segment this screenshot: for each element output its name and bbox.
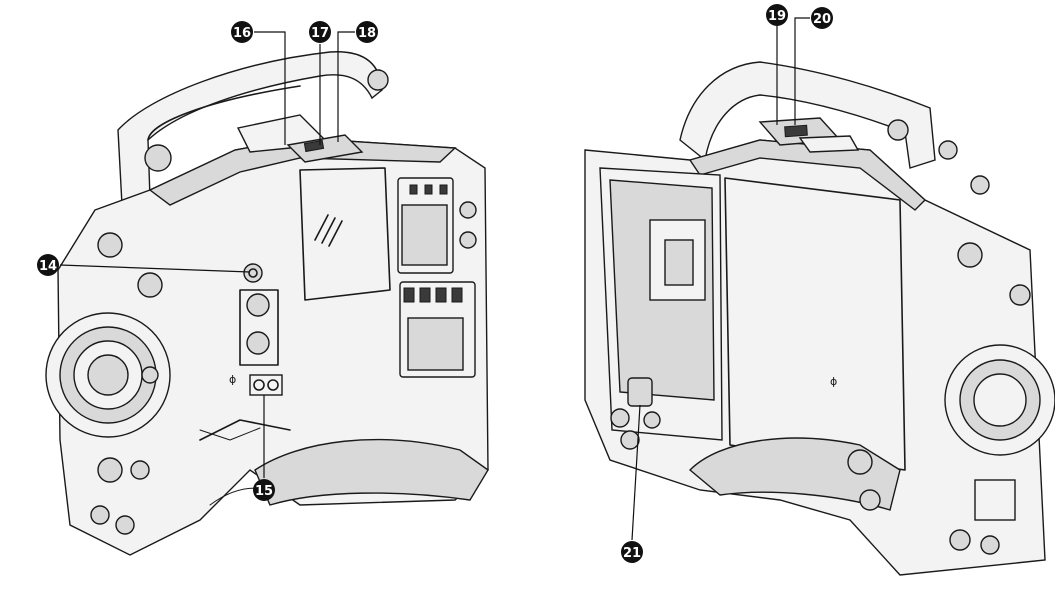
camera-left-view: ϕ	[45, 51, 489, 556]
callout-16: 16	[231, 21, 253, 43]
svg-text:19: 19	[768, 9, 786, 24]
callout-15: 15	[253, 479, 275, 501]
svg-text:16: 16	[233, 26, 251, 41]
handle-knob-left	[367, 69, 389, 91]
shoulder-pad-left	[254, 438, 489, 506]
svg-text:ϕ: ϕ	[830, 375, 837, 388]
callout-14: 14	[37, 254, 59, 276]
audio-input-jack-left	[243, 263, 263, 283]
shoulder-pad-right	[688, 437, 901, 511]
callout-19: 19	[766, 4, 788, 26]
callout-18: 18	[356, 21, 378, 43]
callout-21: 21	[621, 541, 643, 563]
carry-handle-right	[679, 61, 936, 169]
svg-text:18: 18	[358, 26, 376, 41]
handle-knob-rear	[887, 119, 909, 141]
svg-text:20: 20	[813, 12, 831, 27]
handle-knob-front	[144, 144, 172, 172]
svg-text:ϕ: ϕ	[229, 373, 236, 386]
leader-lines	[59, 17, 810, 541]
svg-text:14: 14	[39, 259, 57, 274]
lens-mount-left	[45, 312, 171, 438]
lens-mount-right	[944, 344, 1055, 456]
camera-right-view: ϕ	[584, 61, 1055, 576]
callout-20: 20	[811, 7, 833, 29]
svg-text:15: 15	[255, 484, 273, 499]
svg-text:21: 21	[623, 546, 641, 561]
battery-release	[627, 377, 653, 407]
svg-text:17: 17	[311, 26, 329, 41]
callout-17: 17	[309, 21, 331, 43]
